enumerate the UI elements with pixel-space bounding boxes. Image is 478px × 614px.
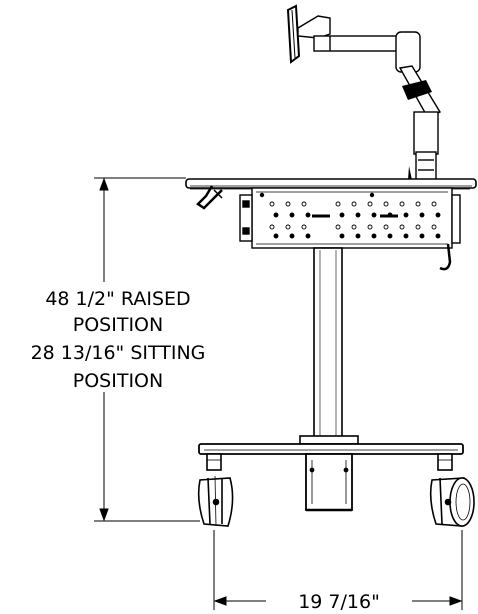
vent-hole xyxy=(285,201,291,207)
mount-screw xyxy=(369,192,375,198)
vent-hole xyxy=(305,233,311,239)
vent-hole xyxy=(435,212,441,218)
vent-hole xyxy=(335,224,341,230)
height-arrow-top xyxy=(99,177,109,191)
vent-hole xyxy=(435,233,441,239)
base-battery-module xyxy=(305,453,353,511)
vent-hole xyxy=(415,224,421,230)
vent-hole xyxy=(285,224,291,230)
vent-hole xyxy=(339,233,345,239)
accessory-hook xyxy=(439,243,452,271)
vent-hole xyxy=(269,201,275,207)
vent-hole xyxy=(383,224,389,230)
drawer-box xyxy=(239,187,461,271)
vent-hole xyxy=(399,201,405,207)
vent-hole xyxy=(419,233,425,239)
vent-hole xyxy=(371,212,377,218)
height-label-line-3: 28 13/16" SITTING xyxy=(31,342,206,364)
cart-base xyxy=(198,443,464,512)
vent-hole xyxy=(371,233,377,239)
width-arrow-left xyxy=(213,596,227,606)
mount-screw xyxy=(259,192,265,198)
vent-hole xyxy=(383,201,389,207)
vent-hole xyxy=(335,201,341,207)
vent-hole xyxy=(289,233,295,239)
vent-hole xyxy=(431,224,437,230)
vent-hole xyxy=(367,201,373,207)
vent-hole xyxy=(289,212,295,218)
vent-hole xyxy=(355,212,361,218)
left-handle xyxy=(196,185,223,210)
width-arrow-right xyxy=(449,596,463,606)
vent-hole xyxy=(367,224,373,230)
vent-slot xyxy=(312,214,330,218)
monitor-arm-assembly xyxy=(286,4,441,181)
monitor-bracket xyxy=(297,15,331,39)
height-label-line-4: POSITION xyxy=(73,370,163,392)
vent-hole xyxy=(403,233,409,239)
vent-hole xyxy=(273,233,279,239)
height-label-line-1: 48 1/2" RAISED xyxy=(45,288,190,310)
drawer-vent-holes xyxy=(259,192,441,239)
vent-hole xyxy=(351,201,357,207)
vent-hole xyxy=(415,201,421,207)
lift-column xyxy=(299,247,359,445)
vent-hole xyxy=(419,212,425,218)
vent-hole xyxy=(301,224,307,230)
height-label-line-2: POSITION xyxy=(73,314,163,336)
vent-hole xyxy=(387,233,393,239)
right-caster xyxy=(429,453,475,527)
vent-hole xyxy=(351,224,357,230)
vent-hole xyxy=(431,201,437,207)
vent-slot xyxy=(380,214,398,218)
width-dimension xyxy=(213,530,463,610)
vent-hole xyxy=(355,233,361,239)
vent-hole xyxy=(273,212,279,218)
monitor-mast xyxy=(413,111,439,155)
vent-hole xyxy=(269,224,275,230)
left-caster xyxy=(197,453,234,527)
height-dimension xyxy=(94,177,200,522)
height-arrow-bottom xyxy=(99,508,109,522)
vent-hole xyxy=(339,212,345,218)
vent-hole xyxy=(403,212,409,218)
vent-hole xyxy=(301,201,307,207)
width-label: 19 7/16" xyxy=(298,591,380,613)
vent-hole xyxy=(399,224,405,230)
vent-hole xyxy=(305,212,311,218)
